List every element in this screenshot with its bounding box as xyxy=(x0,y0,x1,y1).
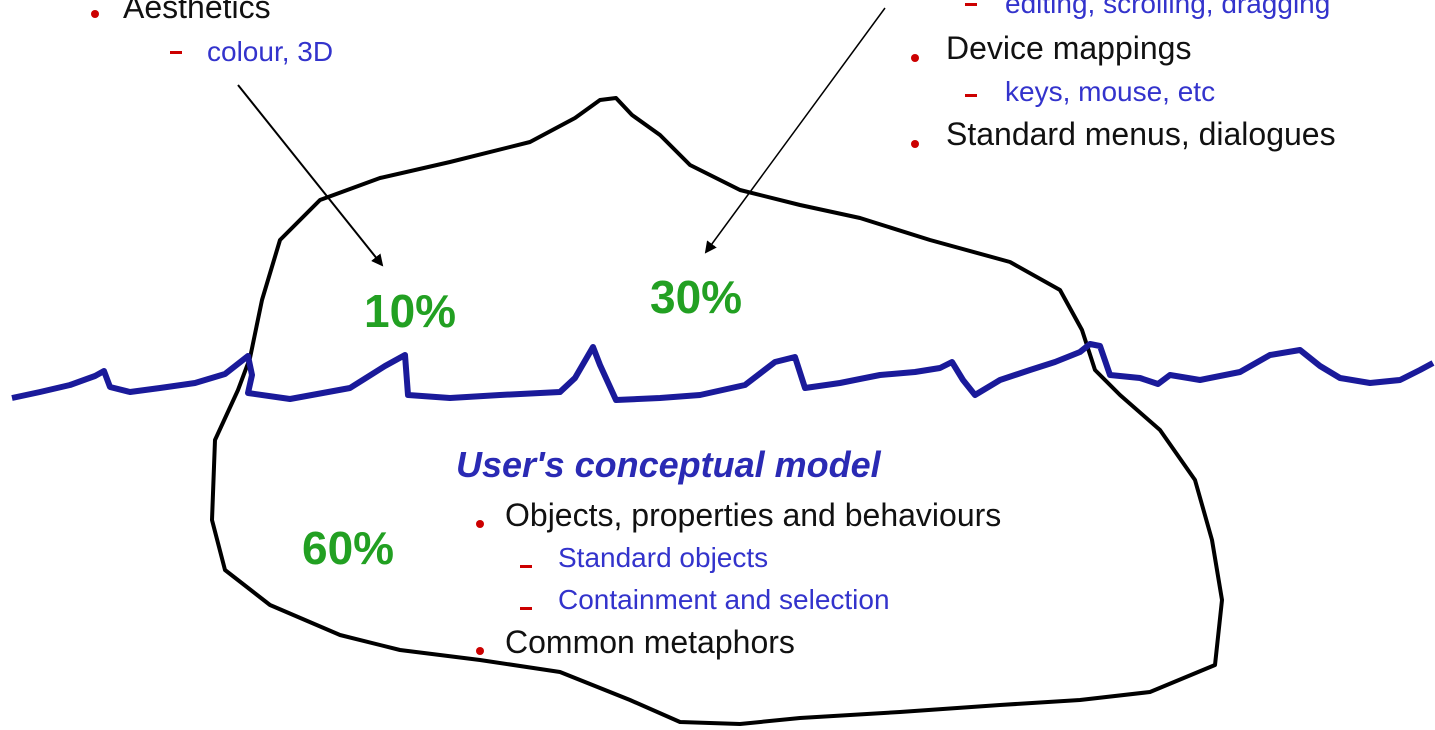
dash-containment xyxy=(520,607,532,610)
item-device-mappings: Device mappings xyxy=(946,30,1192,66)
dash-colour xyxy=(170,51,182,54)
item-metaphors: Common metaphors xyxy=(505,624,795,660)
item-standard-menus: Standard menus, dialogues xyxy=(946,116,1336,152)
dash-standard-objects xyxy=(520,565,532,568)
percent-30: 30% xyxy=(650,271,743,323)
sub-keys-mouse: keys, mouse, etc xyxy=(1005,76,1216,107)
water-line xyxy=(11,341,1435,403)
item-aesthetics: Aesthetics xyxy=(123,0,271,25)
bullet-device-mappings xyxy=(911,54,919,62)
bullet-standard-menus xyxy=(911,140,919,148)
bullet-aesthetics xyxy=(91,10,99,18)
item-objects: Objects, properties and behaviours xyxy=(505,497,1002,533)
dash-keys xyxy=(965,94,977,97)
arrow-aesthetics xyxy=(237,84,384,267)
percent-10: 10% xyxy=(364,285,457,337)
bullet-objects xyxy=(476,520,484,528)
model-title: User's conceptual model xyxy=(456,444,881,485)
sub-colour-3d: colour, 3D xyxy=(207,36,334,67)
bullet-metaphors xyxy=(476,647,484,655)
dash-editing xyxy=(965,3,977,6)
sub-containment: Containment and selection xyxy=(558,584,890,615)
iceberg-outline xyxy=(210,96,1224,726)
sub-standard-objects: Standard objects xyxy=(558,542,769,573)
percent-60: 60% xyxy=(302,522,395,574)
sub-editing: editing, scrolling, dragging xyxy=(1005,0,1331,19)
arrow-interaction xyxy=(704,7,886,254)
